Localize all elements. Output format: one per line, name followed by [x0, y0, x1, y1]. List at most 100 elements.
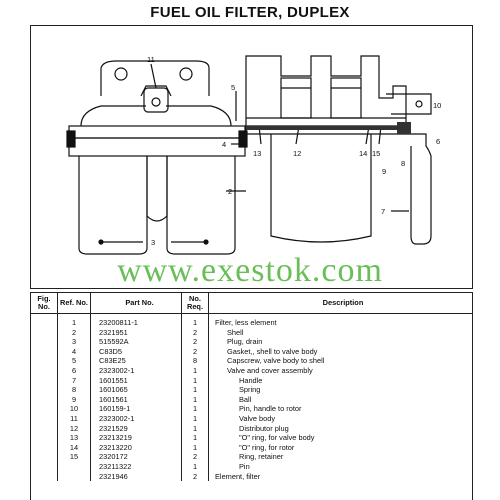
ref-value: 5 — [71, 356, 77, 366]
cell-desc: Pin — [209, 462, 473, 472]
req-value: 1 — [192, 433, 198, 443]
cell-fig — [31, 327, 58, 338]
part-value: C83E25 — [99, 356, 126, 366]
cell-ref: 1 — [57, 318, 91, 328]
cell-part: 2323002-1 — [90, 365, 182, 376]
cell-desc: Spring — [209, 385, 473, 395]
cell-req: 1 — [181, 385, 209, 395]
cell-ref: 2 — [57, 327, 91, 338]
cell-part: 2323002-1 — [90, 413, 182, 424]
table-row: 2 2321951 2 Shell — [31, 327, 473, 338]
callout-4: 4 — [222, 140, 226, 149]
header-part-no: Part No. — [90, 293, 182, 314]
req-value: 1 — [192, 318, 198, 327]
cell-fig — [31, 461, 58, 472]
exploded-view-figure: 11 5 4 2 3 13 12 14 15 9 8 10 6 7 1 — [30, 25, 473, 289]
part-value: 23200811-1 — [99, 318, 138, 327]
header-no-req: No. Req. — [181, 293, 209, 314]
cell-ref: 7 — [57, 375, 91, 386]
table-row: 7 1601551 1 Handle — [31, 375, 472, 386]
req-value: 2 — [192, 346, 198, 356]
cell-fig — [31, 375, 58, 386]
desc-value: Valve body — [239, 413, 276, 423]
cell-part: 2321529 — [90, 423, 182, 434]
part-value: 2323002-1 — [99, 365, 135, 375]
ref-value: 7 — [71, 375, 77, 385]
part-value: 23211322 — [99, 461, 132, 471]
ref-value: 12 — [69, 423, 79, 433]
ref-value: 2 — [71, 327, 77, 337]
callout-13: 13 — [253, 149, 261, 158]
cell-ref: 8 — [57, 385, 91, 395]
cell-desc: Shell — [209, 328, 473, 338]
callout-5: 5 — [231, 83, 235, 92]
cell-fig — [31, 433, 58, 443]
part-value: 1601551 — [99, 375, 128, 385]
desc-value: Pin, handle to rotor — [239, 404, 302, 414]
cell-ref: 15 — [57, 452, 91, 462]
desc-value: Ball — [239, 394, 252, 404]
page-title: FUEL OIL FILTER, DUPLEX — [150, 4, 350, 21]
cell-part: 1601065 — [90, 385, 182, 395]
ref-value: 10 — [69, 404, 79, 414]
req-value: 2 — [192, 452, 198, 462]
cell-ref: 6 — [57, 365, 91, 376]
req-value: 1 — [192, 394, 198, 404]
mounting-bracket — [100, 60, 210, 96]
callout-8: 8 — [401, 159, 405, 168]
parts-table-container: Fig. No. Ref. No. Part No. No. Req. Desc… — [30, 292, 473, 500]
part-value: 1601065 — [99, 385, 128, 395]
req-value: 8 — [192, 356, 198, 366]
cell-desc: "O" ring, for rotor — [209, 443, 473, 453]
cell-req: 1 — [181, 423, 209, 434]
ref-value: 9 — [71, 394, 77, 404]
callout-6: 6 — [436, 137, 440, 146]
cell-part: 23213219 — [90, 433, 182, 443]
part-value: 2323002-1 — [99, 413, 135, 423]
cell-ref: 12 — [57, 423, 91, 434]
req-value: 2 — [192, 327, 198, 337]
cell-part: 2320172 — [90, 452, 182, 462]
cell-ref: 10 — [57, 404, 91, 414]
cell-fig — [31, 471, 58, 482]
callout-12: 12 — [293, 149, 301, 158]
callout-10: 10 — [433, 101, 441, 110]
ref-value: 4 — [71, 346, 77, 356]
cell-ref — [57, 461, 91, 472]
cell-req: 2 — [181, 337, 209, 347]
cell-desc: Capscrew, valve body to shell — [209, 356, 473, 366]
cell-ref: 11 — [57, 413, 91, 424]
table-row: 5 C83E25 8 Capscrew, valve body to shell — [31, 356, 472, 366]
cell-part: 515592A — [90, 337, 182, 347]
req-value: 1 — [192, 365, 198, 375]
ref-value: 14 — [69, 442, 79, 452]
part-value: 2321951 — [99, 327, 128, 337]
cell-part: 2321951 — [90, 327, 182, 338]
desc-value: Handle — [239, 375, 263, 385]
desc-value: Filter, less element — [215, 318, 277, 327]
desc-value: Distributor plug — [239, 423, 289, 433]
cell-part: 160159-1 — [90, 404, 182, 414]
cell-part: 23211322 — [90, 461, 182, 472]
cell-ref: 9 — [57, 394, 91, 405]
table-header-row: Fig. No. Ref. No. Part No. No. Req. Desc… — [31, 293, 472, 314]
watermark-text: www.exestok.com — [117, 252, 383, 289]
cell-part: 23200811-1 — [90, 318, 182, 328]
cell-fig — [31, 413, 58, 424]
req-value: 1 — [192, 461, 198, 471]
desc-value: Shell — [227, 327, 244, 337]
cell-req: 2 — [181, 471, 209, 482]
callout-14: 14 — [359, 149, 367, 158]
req-value: 2 — [192, 337, 198, 347]
parts-table: Fig. No. Ref. No. Part No. No. Req. Desc… — [31, 293, 473, 482]
part-value: 23213219 — [99, 433, 132, 443]
callout-11: 11 — [147, 55, 155, 64]
part-value: 160159-1 — [99, 404, 131, 414]
req-value: 1 — [192, 375, 198, 385]
